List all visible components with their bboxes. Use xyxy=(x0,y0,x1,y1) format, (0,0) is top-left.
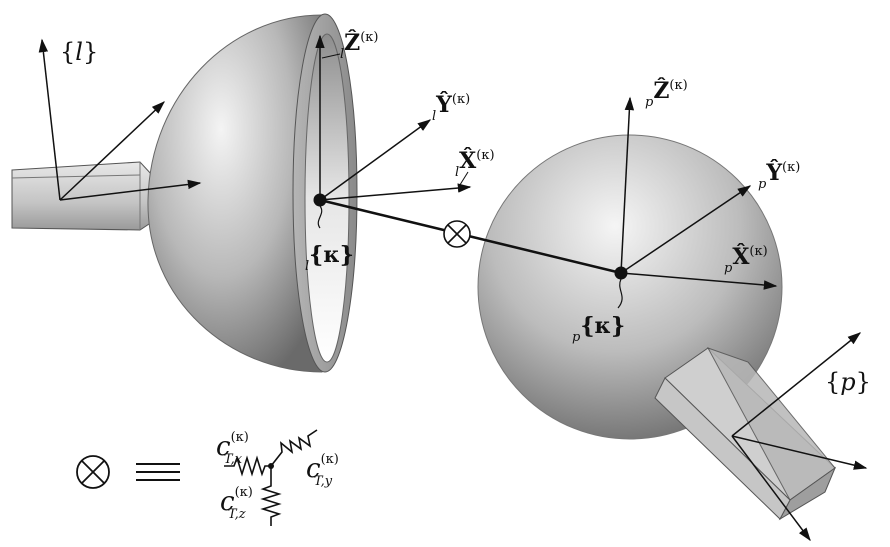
spring-network xyxy=(224,429,318,526)
frame-l-label: {l} xyxy=(60,38,98,66)
joint-left-origin xyxy=(313,193,327,207)
joint-right-x-label: pX̂(κ) xyxy=(724,244,768,276)
joint-left-y-axis xyxy=(319,119,432,201)
frame-l-axis-up xyxy=(38,38,61,201)
joint-right-frame-label: p{κ} xyxy=(572,313,625,345)
joint-right-z-axis xyxy=(620,96,635,274)
joint-right-axes xyxy=(620,96,778,290)
frame-p-axis-down xyxy=(731,435,811,542)
right-shaft xyxy=(654,347,837,521)
frame-p-label: {p} xyxy=(825,368,871,396)
frame-p-axis-right xyxy=(731,435,868,470)
joint-left-axes xyxy=(315,34,472,201)
joint-left-frame-label: l{κ} xyxy=(305,242,354,274)
spring-y-label: c(κ)T,y xyxy=(306,452,339,489)
left-hemisphere xyxy=(147,13,358,373)
frame-l-axis-diag xyxy=(59,101,165,201)
joint-left-x-axis xyxy=(319,183,472,201)
spring-z xyxy=(260,466,282,526)
spring-symbol-on-line xyxy=(443,220,471,248)
frame-l-axis-right xyxy=(59,179,202,201)
joint-left-x-label: lX̂(κ) xyxy=(455,148,495,180)
frame-p-axes xyxy=(731,332,868,542)
spring-y xyxy=(270,429,318,467)
joint-left-x-leader xyxy=(457,171,469,189)
joint-right-origin xyxy=(614,266,628,280)
left-shaft xyxy=(11,161,153,231)
legend-equiv-sign xyxy=(136,463,180,481)
legend: c(κ)T,x c(κ)T,y c(κ)T,z xyxy=(76,429,339,526)
legend-spring-symbol xyxy=(76,455,110,489)
spring-node xyxy=(268,463,274,469)
joint-left-y-label: lŶ(κ) xyxy=(432,91,470,124)
joint-right-z-label: pẐ(κ) xyxy=(645,77,688,110)
spring-x xyxy=(224,455,271,477)
joint-right-y-label: pŶ(κ) xyxy=(758,159,800,192)
joint-left-z-label: lẐ(κ) xyxy=(340,29,379,62)
joint-left-squiggle xyxy=(317,205,323,229)
joint-left-z-leader xyxy=(321,53,341,59)
joint-right-x-axis xyxy=(620,272,778,290)
spring-x-label: c(κ)T,x xyxy=(216,430,249,467)
joint-right-y-axis xyxy=(620,185,752,274)
joint-right-squiggle xyxy=(617,278,623,309)
frame-l-axes xyxy=(38,38,202,201)
spring-z-label: c(κ)T,z xyxy=(220,485,253,522)
frame-p-axis-up xyxy=(731,332,862,437)
